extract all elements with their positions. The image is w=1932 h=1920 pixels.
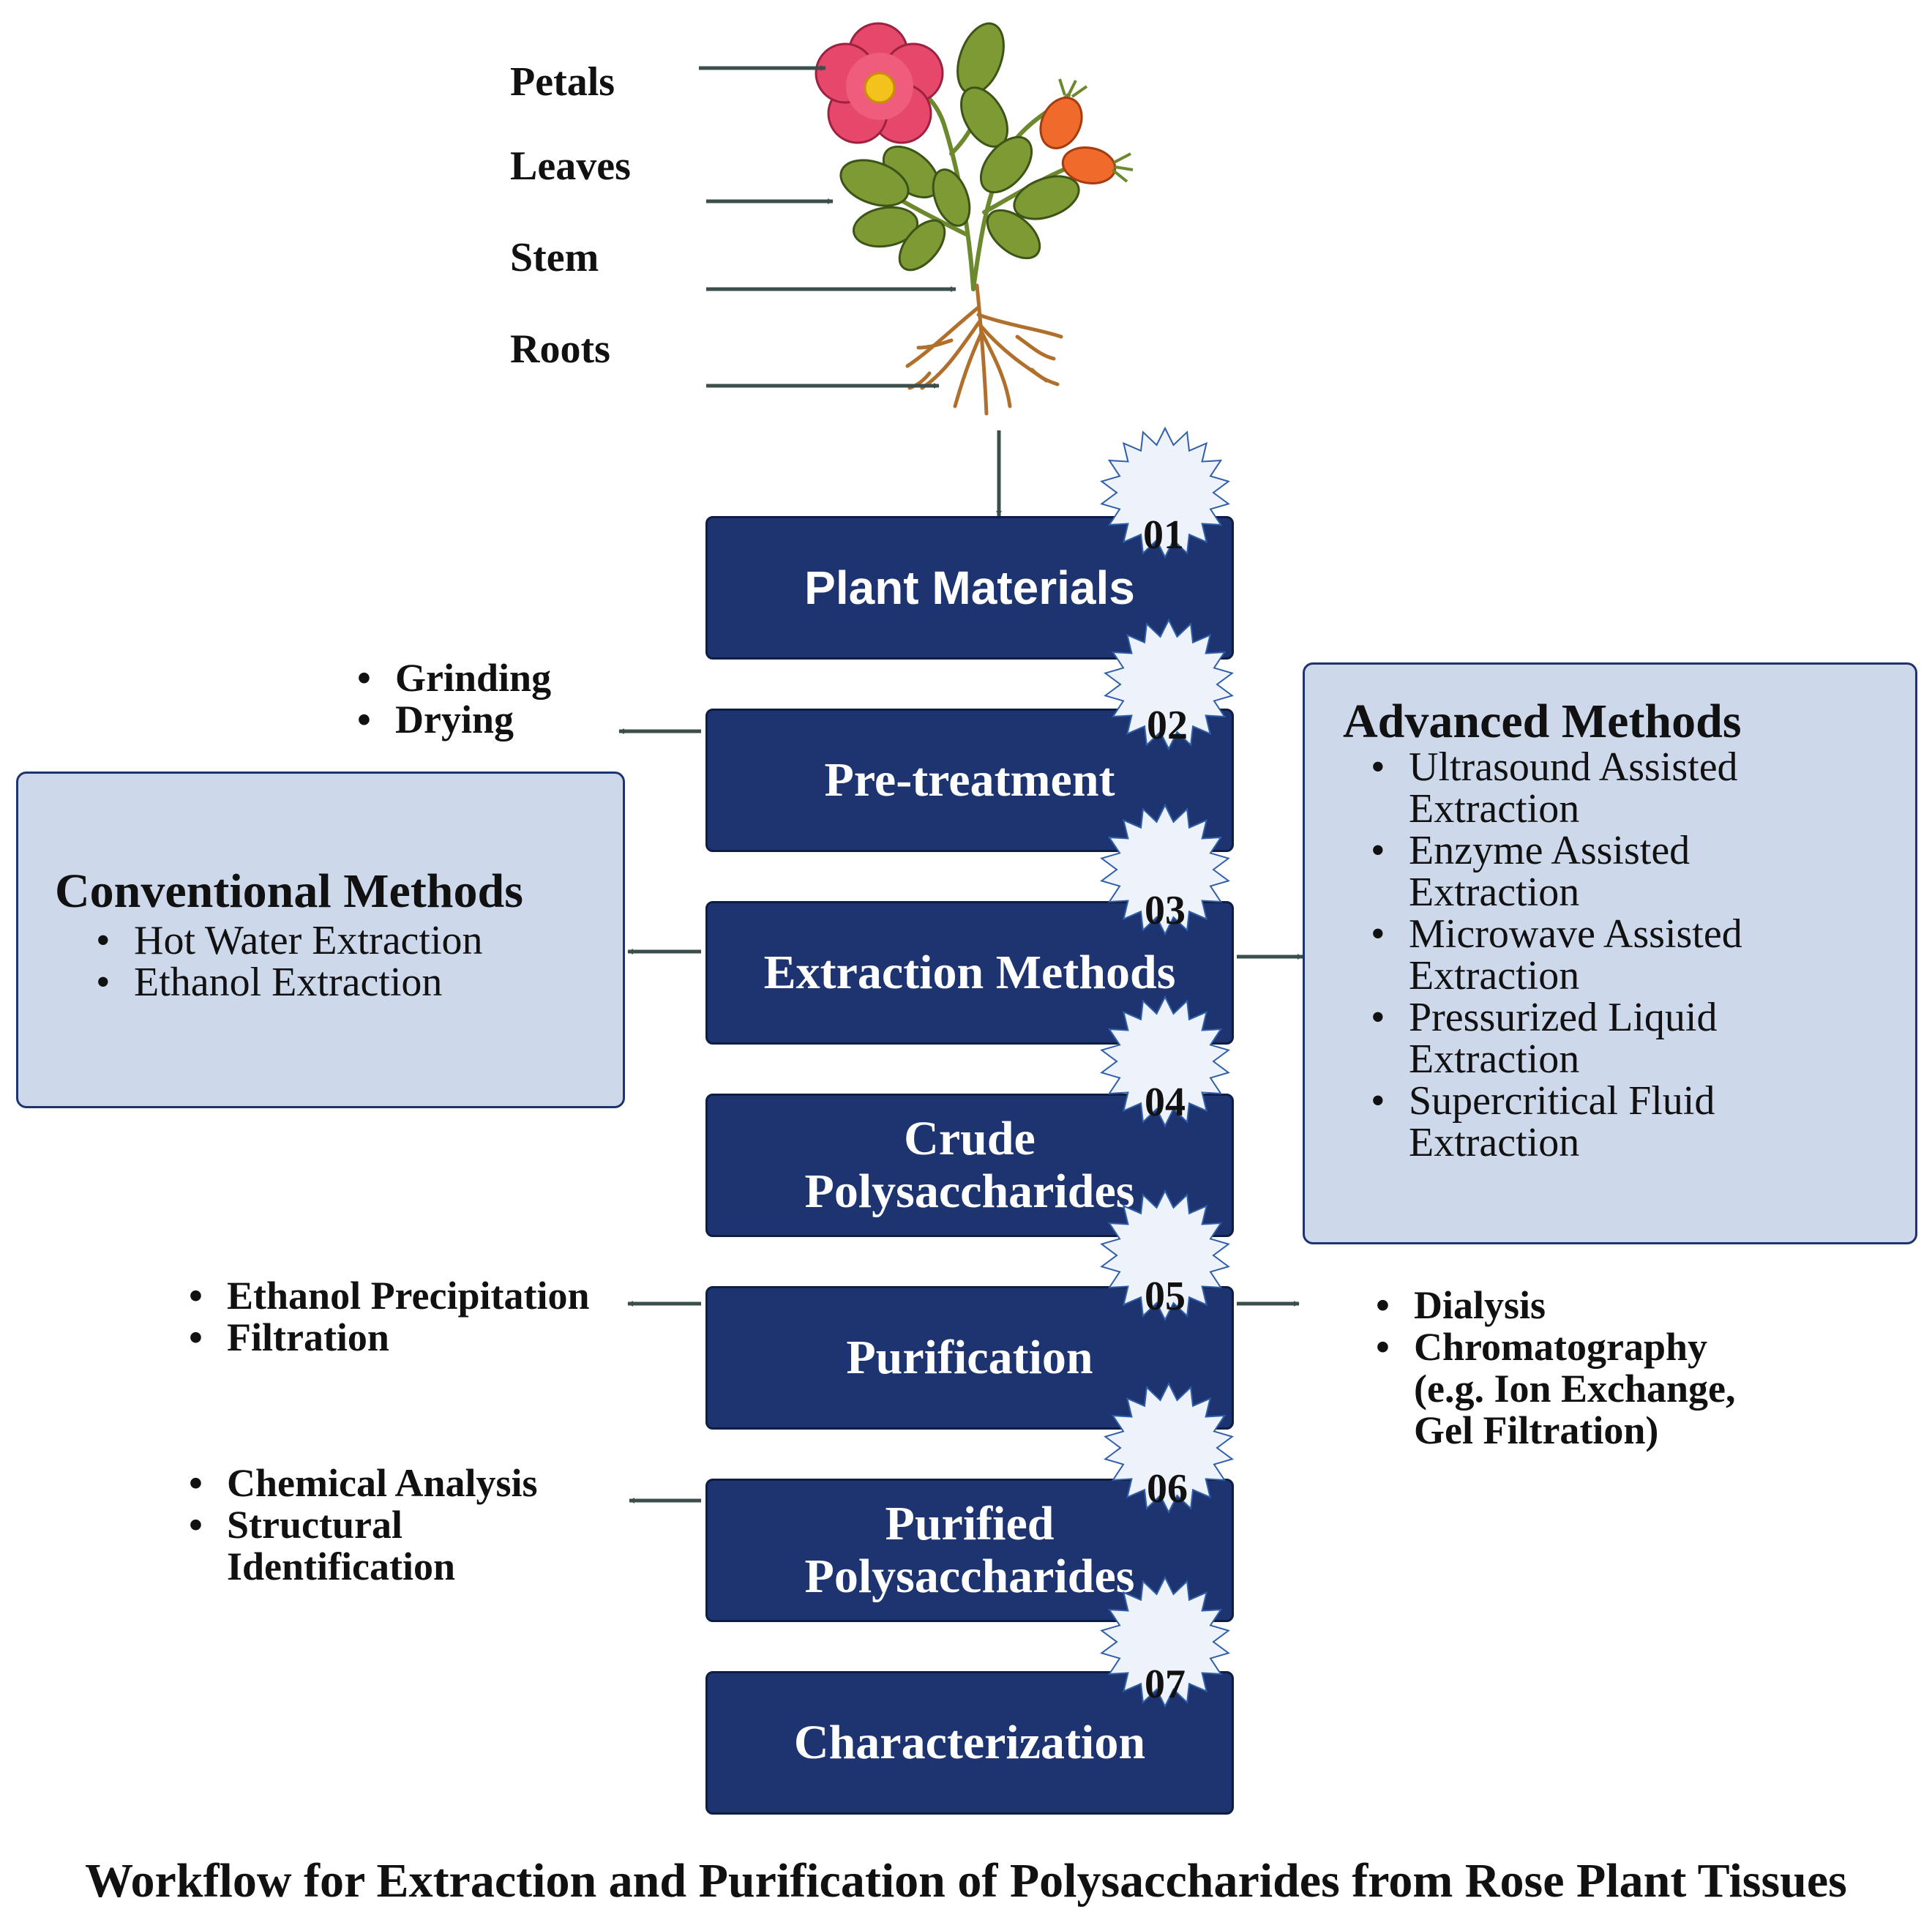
list-item: Drying — [350, 699, 551, 742]
step-purification: Purification — [705, 1286, 1234, 1430]
step-number-01: 01 — [1143, 512, 1184, 558]
step-number-05: 05 — [1145, 1274, 1186, 1319]
list-item: Chromatography (e.g. Ion Exchange, Gel F… — [1368, 1326, 1780, 1452]
list-item: Grinding — [350, 657, 551, 700]
label-stem: Stem — [510, 235, 599, 280]
characterization-notes: Chemical Analysis Structural Identificat… — [181, 1463, 538, 1588]
conventional-methods-box: Conventional Methods Hot Water Extractio… — [16, 772, 625, 1108]
step-label: Characterization — [793, 1716, 1146, 1769]
step-label: Plant Materials — [804, 561, 1135, 614]
step-number-02: 02 — [1147, 703, 1188, 748]
list-item: Filtration — [181, 1317, 590, 1359]
step-label: Extraction Methods — [763, 946, 1176, 999]
advanced-methods-box: Advanced Methods Ultrasound Assisted Ext… — [1303, 662, 1917, 1244]
label-roots: Roots — [510, 326, 610, 372]
list-item: Chemical Analysis — [181, 1463, 538, 1505]
list-item: Hot Water Extraction — [89, 920, 483, 963]
step-number-06: 06 — [1147, 1466, 1188, 1512]
list-item: Enzyme Assisted Extraction — [1363, 830, 1848, 914]
purification-right-notes: Dialysis Chromatography (e.g. Ion Exchan… — [1368, 1285, 1780, 1452]
conventional-methods-list: Hot Water Extraction Ethanol Extraction — [89, 920, 483, 1004]
rose-plant-icon — [815, 22, 1134, 416]
label-leaves: Leaves — [510, 143, 631, 189]
step-characterization: Characterization — [705, 1671, 1234, 1815]
step-number-04: 04 — [1145, 1080, 1186, 1125]
list-item: Supercritical Fluid Extraction — [1363, 1080, 1848, 1164]
step-label: Purification — [846, 1331, 1093, 1384]
step-label: Purified Polysaccharides — [804, 1497, 1135, 1603]
rose-hip-icon — [1039, 78, 1134, 184]
pretreatment-notes: Grinding Drying — [350, 657, 551, 742]
step-number-07: 07 — [1145, 1662, 1186, 1707]
step-number-03: 03 — [1145, 888, 1186, 933]
rose-flower-icon — [815, 22, 944, 144]
step-plant-materials: Plant Materials — [705, 516, 1234, 660]
step-label: Pre-treatment — [824, 753, 1115, 807]
label-petals: Petals — [510, 59, 615, 105]
list-item: Microwave Assisted Extraction — [1363, 914, 1848, 997]
conventional-methods-title: Conventional Methods — [55, 864, 523, 918]
advanced-methods-title: Advanced Methods — [1343, 695, 1742, 748]
plant-leaves-icon — [839, 22, 1080, 272]
list-item: Dialysis — [1368, 1285, 1780, 1327]
list-item: Ultrasound Assisted Extraction — [1363, 747, 1848, 830]
step-label: Crude Polysaccharides — [804, 1112, 1135, 1218]
plant-roots-icon — [905, 283, 1063, 416]
list-item: Ethanol Precipitation — [181, 1275, 590, 1318]
list-item: Pressurized Liquid Extraction — [1363, 997, 1848, 1080]
list-item: Structural Identification — [181, 1504, 490, 1588]
figure-caption: Workflow for Extraction and Purification… — [85, 1854, 1847, 1908]
purification-left-notes: Ethanol Precipitation Filtration — [181, 1275, 590, 1359]
list-item: Ethanol Extraction — [89, 962, 483, 1004]
advanced-methods-list: Ultrasound Assisted Extraction Enzyme As… — [1363, 747, 1848, 1164]
